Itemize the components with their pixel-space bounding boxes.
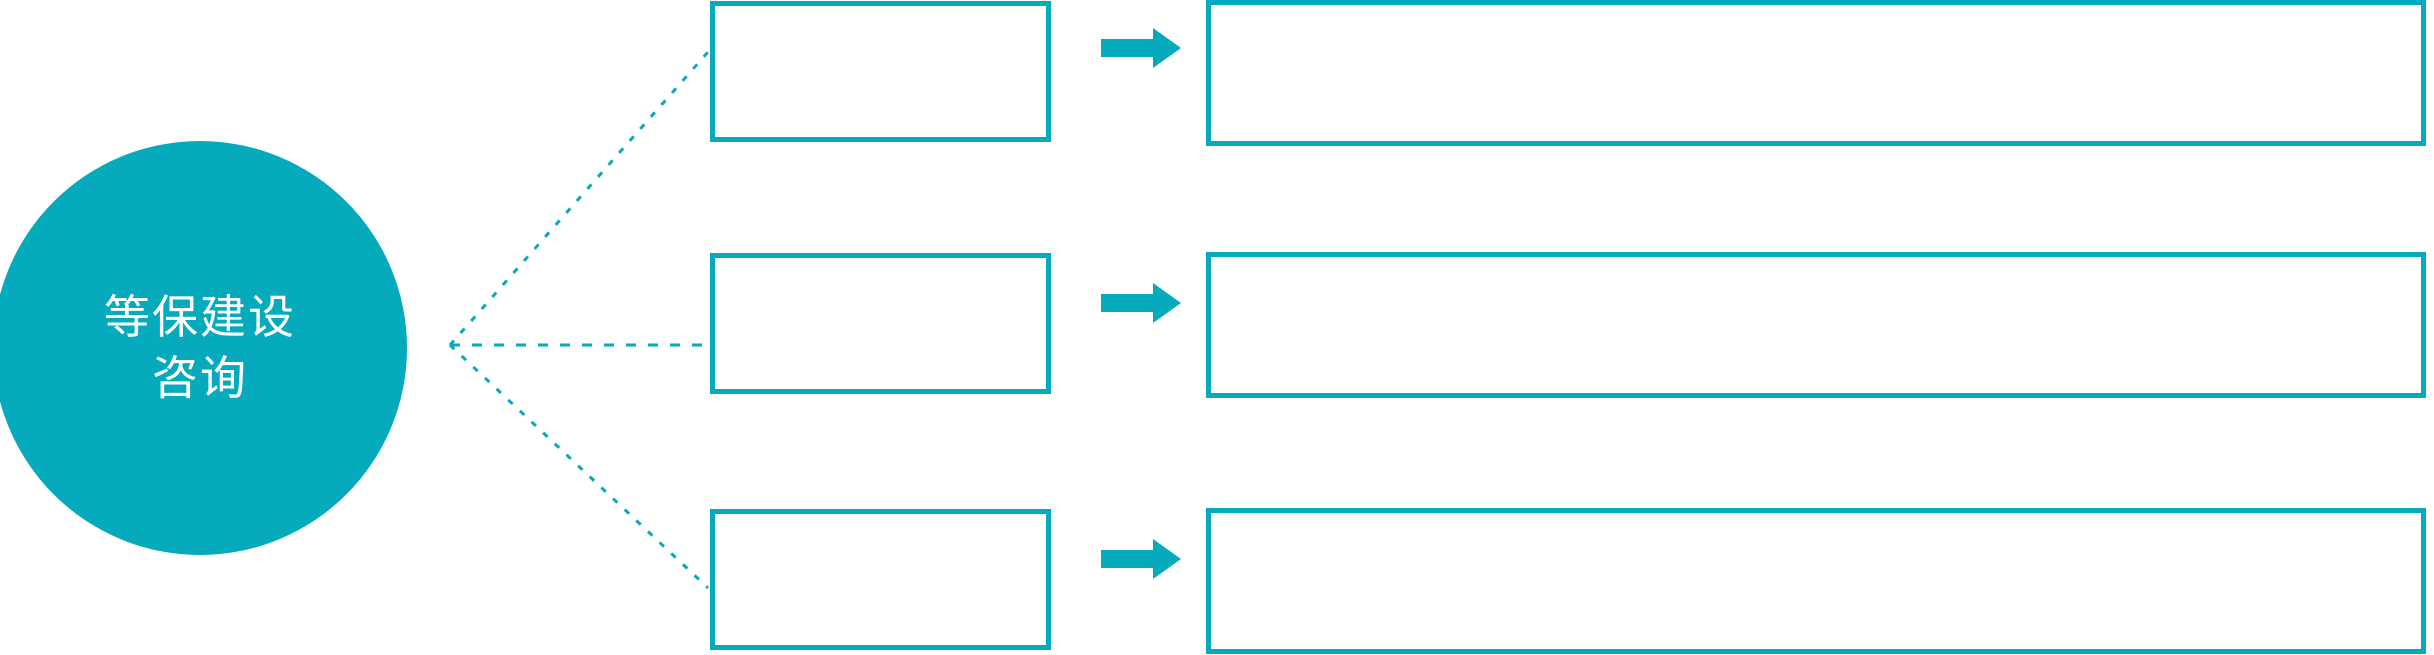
detail-box-1[interactable] [1206, 0, 2426, 146]
detail-box-1-text [1211, 5, 2421, 33]
hub-circle[interactable]: 等保建设 咨询 [0, 141, 407, 555]
arrow-icon-3 [1101, 539, 1181, 579]
category-box-3-label [715, 514, 1046, 645]
detail-box-2[interactable] [1206, 252, 2426, 398]
category-box-2-label [715, 258, 1046, 389]
connector-line-1 [448, 51, 710, 346]
arrow-icon-1 [1101, 28, 1181, 68]
category-box-3[interactable] [710, 509, 1051, 650]
category-box-1[interactable] [710, 1, 1051, 142]
detail-box-3[interactable] [1206, 508, 2426, 654]
arrow-icon-2 [1101, 283, 1181, 323]
detail-box-3-text [1211, 513, 2421, 541]
detail-box-2-text [1211, 257, 2421, 285]
hub-title-line-2: 咨询 [152, 352, 248, 404]
category-box-2[interactable] [710, 253, 1051, 394]
connector-line-3 [448, 343, 710, 590]
category-box-1-label [715, 6, 1046, 137]
hub-title-line-1: 等保建设 [104, 291, 296, 344]
